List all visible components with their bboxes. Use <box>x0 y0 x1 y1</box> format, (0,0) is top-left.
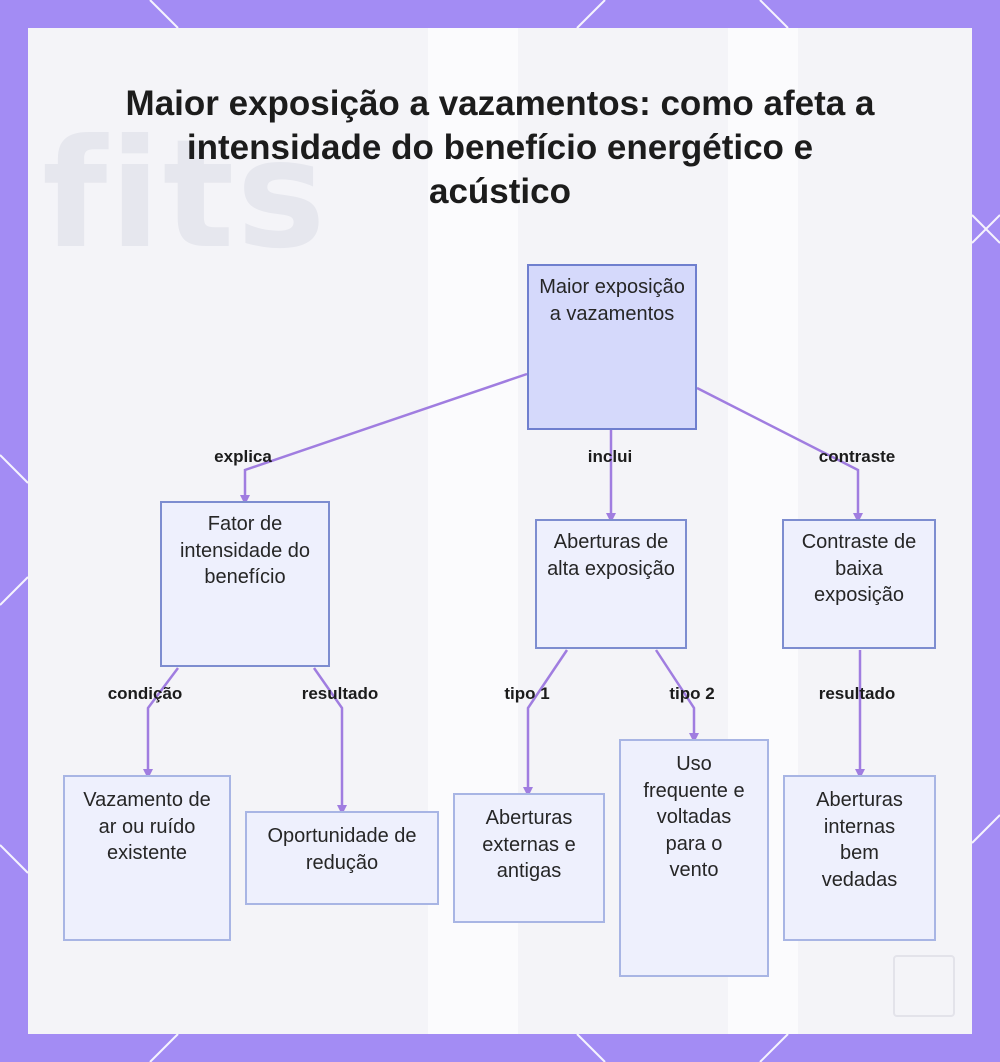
node-oportunidade: Oportunidade de redução <box>245 811 439 905</box>
node-vazamento: Vazamento de ar ou ruído existente <box>63 775 231 941</box>
node-aberturas-externas: Aberturas externas e antigas <box>453 793 605 923</box>
edge-condicao <box>143 667 179 779</box>
node-fator-label: Fator de intensidade do benefício <box>179 513 311 588</box>
node-uso-label: Uso frequente e voltadas para o vento <box>643 753 745 881</box>
edge-label-contraste: contraste <box>818 447 896 466</box>
edge-label-tipo-1: tipo 1 <box>504 684 550 703</box>
edge-label-explica: explica <box>214 447 272 466</box>
node-vazamento-label: Vazamento de ar ou ruído existente <box>83 789 211 864</box>
node-contraste-baixa-exposicao: Contraste de baixa exposição <box>782 519 936 649</box>
edge-resultado-1 <box>312 667 347 815</box>
edge-tipo-1 <box>523 649 569 797</box>
node-internas-label: Aberturas internas bem vedadas <box>816 789 903 891</box>
node-fator-intensidade: Fator de intensidade do benefício <box>160 501 330 667</box>
brand-logo-icon <box>893 955 955 1017</box>
diagram-title: Maior exposição a vazamentos: como afeta… <box>125 84 875 211</box>
node-oportunidade-label: Oportunidade de redução <box>267 825 417 874</box>
edge-label-tipo-2: tipo 2 <box>669 684 715 703</box>
edge-contraste <box>696 386 863 523</box>
node-aberturas-internas: Aberturas internas bem vedadas <box>783 775 936 941</box>
node-uso-frequente: Uso frequente e voltadas para o vento <box>619 739 769 977</box>
edge-label-resultado-2: resultado <box>818 684 896 703</box>
background-watermark-word: fits <box>42 108 328 282</box>
node-aberturas-alta-label: Aberturas de alta exposição <box>547 531 675 580</box>
edge-tipo-2 <box>654 649 699 743</box>
node-externas-label: Aberturas externas e antigas <box>482 807 576 882</box>
edge-label-inclui: inclui <box>587 447 633 466</box>
edge-explica <box>240 372 528 505</box>
node-aberturas-alta-exposicao: Aberturas de alta exposição <box>535 519 687 649</box>
edge-label-resultado-1: resultado <box>301 684 379 703</box>
node-contraste-label: Contraste de baixa exposição <box>801 531 917 606</box>
edge-label-condicao: condição <box>107 684 183 703</box>
node-root-label: Maior exposição a vazamentos <box>539 276 685 325</box>
node-root: Maior exposição a vazamentos <box>527 264 697 430</box>
